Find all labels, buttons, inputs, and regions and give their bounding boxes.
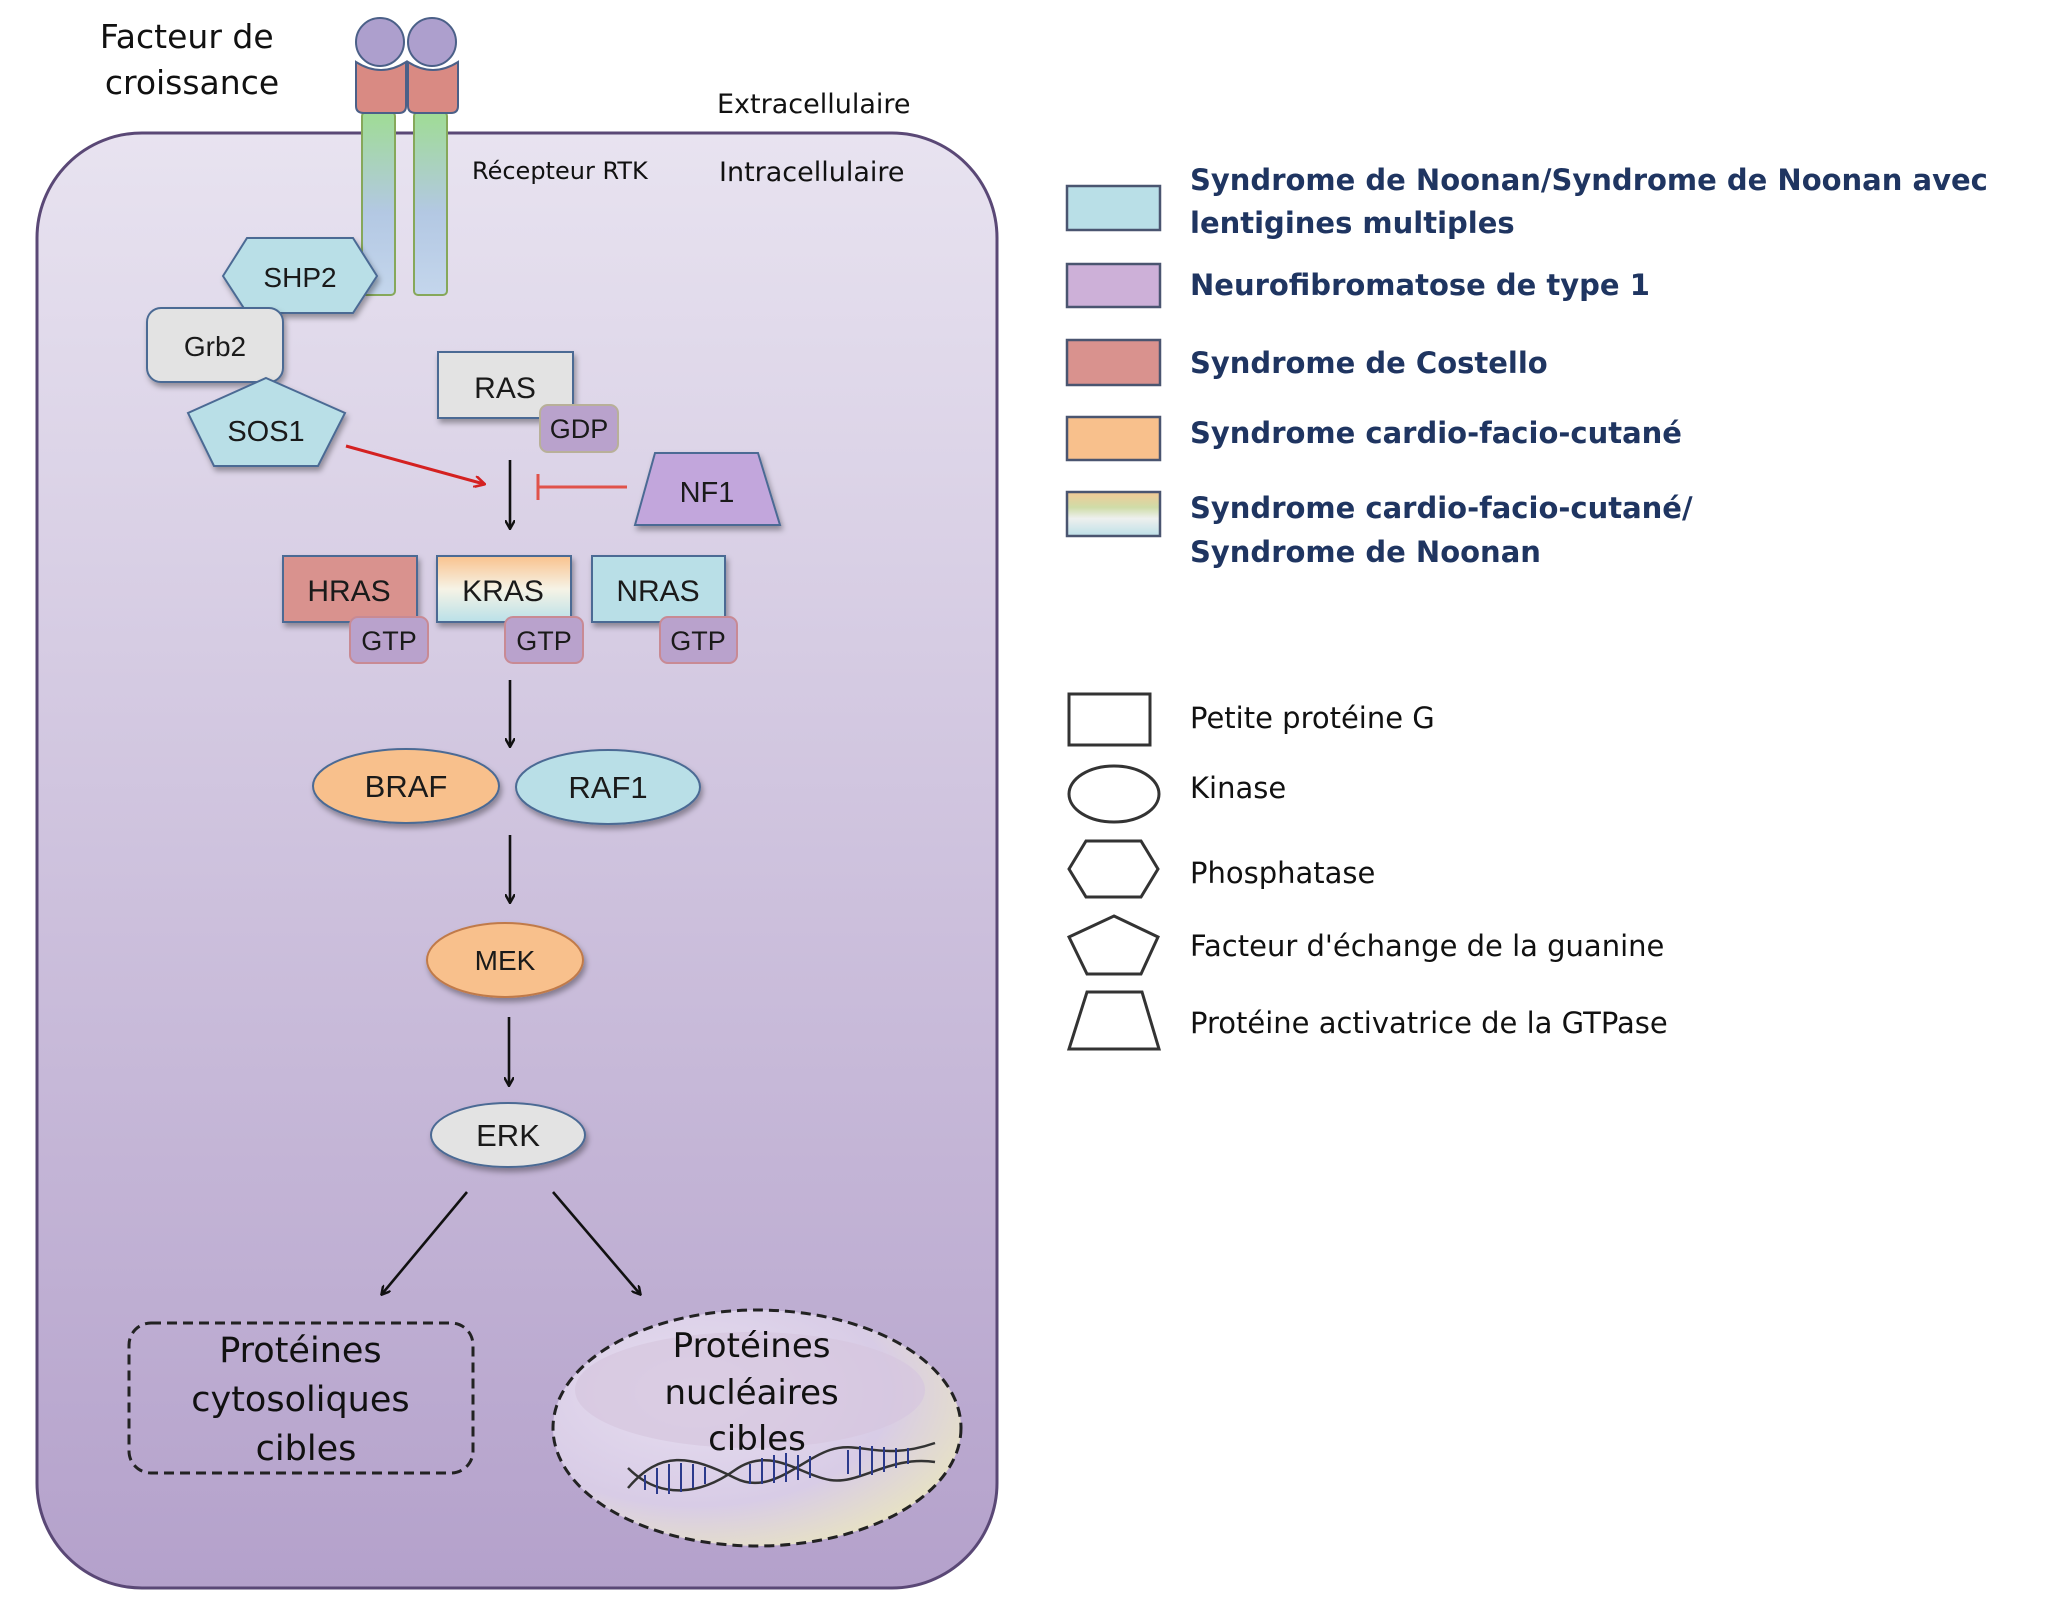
legend-swatch-noonan (1065, 184, 1162, 232)
nuclear-targets-label: Protéines nucléaires cibles (664, 1326, 849, 1459)
protein-nf1 (633, 452, 782, 526)
growth-factor-ligand (407, 17, 457, 67)
cytosolic-targets-box (127, 1321, 475, 1475)
protein-sos1 (186, 376, 347, 467)
rtk-receptor (355, 17, 459, 296)
legend-label-costello: Syndrome de Costello (1190, 346, 1548, 380)
gtp-badge (504, 616, 584, 664)
gdp-badge (539, 404, 619, 453)
cytosolic-targets-label: Protéines cytosoliques cibles (191, 1331, 421, 1469)
grb2-label: Grb2 (184, 331, 246, 362)
growth-factor-ligand (355, 17, 405, 67)
raf1-label: RAF1 (568, 770, 647, 805)
erk-to-cytosolic-arrow (382, 1191, 468, 1294)
dna-helix-icon (627, 1441, 936, 1494)
gtp-badge (659, 616, 738, 664)
ellipse-shape-icon (1067, 764, 1161, 824)
protein-nras (591, 555, 726, 623)
gtp-label: GTP (670, 626, 726, 656)
legend-label-noonan: Syndrome de Noonan/Syndrome de Noonan av… (1190, 163, 1998, 240)
pentagon-shape-icon (1066, 914, 1160, 976)
protein-raf1 (515, 749, 701, 825)
extracellular-label: Extracellulaire (717, 89, 911, 120)
protein-grb2 (146, 307, 284, 383)
erk-label: ERK (476, 1118, 540, 1153)
shape-label-phosphatase: Phosphatase (1190, 856, 1375, 890)
legend-swatch-costello (1065, 338, 1162, 387)
legend-swatch-cfc-noonan (1065, 490, 1162, 538)
legend-label-cfc: Syndrome cardio-facio-cutané (1190, 416, 1682, 450)
legend-label-nf1: Neurofibromatose de type 1 (1190, 268, 1650, 302)
nf1-inhibition-line (536, 474, 627, 500)
nf1-label: NF1 (680, 477, 735, 509)
shape-legend (1066, 692, 1162, 1051)
legend-swatch-nf1 (1065, 262, 1162, 309)
nras-label: NRAS (616, 575, 699, 608)
erk-to-nuclear-arrow (552, 1191, 640, 1294)
shp2-label: SHP2 (263, 262, 336, 293)
sos1-label: SOS1 (227, 416, 304, 448)
trapezoid-shape-icon (1066, 990, 1162, 1051)
gtp-label: GTP (361, 626, 417, 656)
shape-label-gap: Protéine activatrice de la GTPase (1190, 1006, 1668, 1040)
protein-mek (426, 922, 584, 998)
kras-label: KRAS (462, 575, 544, 608)
braf-label: BRAF (365, 769, 448, 804)
gtp-badge (349, 616, 429, 664)
rectangle-shape-icon (1067, 692, 1152, 747)
intracellular-label: Intracellulaire (719, 157, 905, 188)
mek-label: MEK (475, 945, 536, 976)
ras-label: RAS (474, 372, 536, 405)
receptor-label: Récepteur RTK (472, 157, 649, 185)
shape-label-small-g-protein: Petite protéine G (1190, 701, 1435, 735)
shape-label-kinase: Kinase (1190, 771, 1286, 805)
sos1-activation-arrow (345, 444, 484, 484)
growth-factor-label: Facteur de croissance (100, 17, 284, 102)
protein-erk (430, 1102, 586, 1168)
legend-label-cfc-noonan: Syndrome cardio-facio-cutané/ Syndrome d… (1190, 491, 1703, 569)
protein-braf (312, 748, 500, 824)
protein-kras (436, 555, 572, 623)
hexagon-shape-icon (1067, 839, 1160, 899)
hras-label: HRAS (307, 575, 390, 608)
disease-legend: Syndrome de Noonan/Syndrome de Noonan av… (1065, 163, 1998, 569)
gdp-label: GDP (550, 414, 609, 444)
shape-label-gef: Facteur d'échange de la guanine (1190, 929, 1664, 963)
legend-swatch-cfc (1065, 415, 1162, 462)
gtp-label: GTP (516, 626, 572, 656)
nucleolus-highlight (575, 1332, 925, 1448)
